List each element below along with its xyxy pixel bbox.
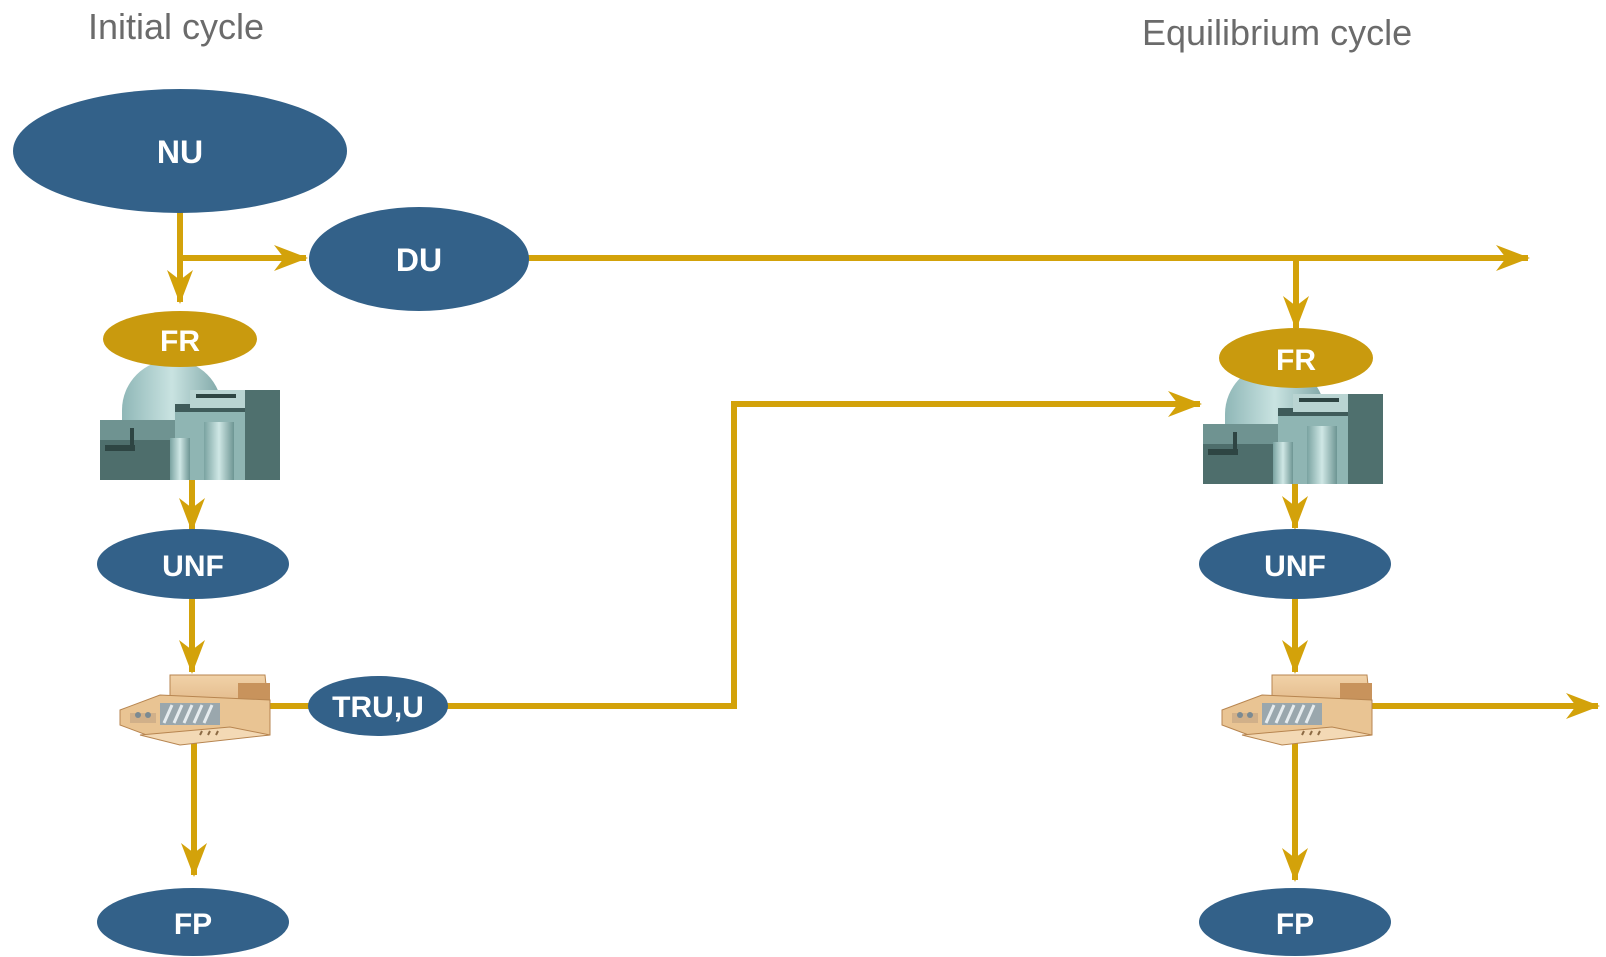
node-du: DU <box>309 207 529 311</box>
arrow-tru-to-reactor-equilibrium <box>445 391 1202 709</box>
node-unf-equilibrium-label: UNF <box>1264 550 1326 583</box>
node-nu-label: NU <box>157 134 203 170</box>
node-fp-initial-label: FP <box>174 908 212 941</box>
nuclear-reactor-plant-icon <box>1203 364 1383 484</box>
node-fr-initial-label: FR <box>160 325 200 358</box>
node-tru-u: TRU,U <box>308 676 448 736</box>
node-nu: NU <box>13 89 347 213</box>
node-fp-equilibrium: FP <box>1199 888 1391 956</box>
reprocessing-facility-icon <box>119 674 271 746</box>
node-fr-equilibrium-label: FR <box>1276 344 1316 377</box>
initial-cycle-heading: Initial cycle <box>88 6 265 47</box>
node-unf-initial: UNF <box>97 529 289 599</box>
equilibrium-cycle-heading: Equilibrium cycle <box>1142 12 1413 53</box>
node-fp-initial: FP <box>97 888 289 956</box>
node-tru-u-label: TRU,U <box>332 691 424 724</box>
node-du-label: DU <box>396 242 442 278</box>
reprocessing-facility-icon <box>1221 674 1373 746</box>
node-fp-equilibrium-label: FP <box>1276 908 1314 941</box>
node-unf-initial-label: UNF <box>162 550 224 583</box>
node-fr-equilibrium: FR <box>1219 328 1373 388</box>
node-fr-initial: FR <box>103 311 257 367</box>
nuclear-reactor-plant-icon <box>100 360 280 480</box>
node-unf-equilibrium: UNF <box>1199 529 1391 599</box>
